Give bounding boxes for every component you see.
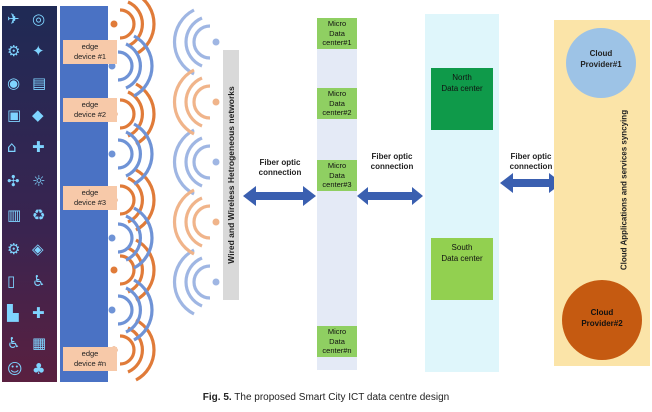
building-icon: ▤	[32, 74, 47, 92]
edge-device-n-label: edge device #n	[63, 347, 117, 371]
door-icon: ▯	[7, 272, 16, 290]
factory-icon: ▙	[7, 304, 19, 322]
bike-icon: ⚙	[7, 42, 21, 60]
edge-device-3-label: edge device #3	[63, 186, 117, 210]
recycle-icon: ♻	[32, 206, 46, 224]
edge-device-2-label: edge device #2	[63, 98, 117, 122]
south-data-center: South Data center	[431, 238, 493, 300]
micro-dc-1: Micro Data center#1	[317, 18, 357, 49]
network-bar	[223, 50, 239, 300]
fiber-label-middle: Fiber optic connection	[370, 152, 414, 171]
cloud-provider-1: Cloud Provider#1	[566, 28, 636, 98]
cloud-provider-2: Cloud Provider#2	[562, 280, 642, 360]
sun-icon: ☼	[32, 172, 46, 190]
micro-dc-2: Micro Data center#2	[317, 88, 357, 119]
micro-dc-strip	[317, 18, 357, 370]
robot-icon: ◉	[7, 74, 21, 92]
plane-icon: ✈	[7, 10, 20, 28]
figure-caption: Fig. 5. The proposed Smart City ICT data…	[0, 392, 652, 403]
fiber-arrows	[243, 173, 562, 206]
caption-prefix: Fig. 5.	[202, 392, 232, 403]
wheelchair-icon: ♿	[7, 334, 21, 352]
network-icon: ✣	[7, 172, 20, 190]
person-icon: ☺	[7, 360, 23, 378]
hospital-icon: ✚	[32, 304, 45, 322]
car-icon: ▣	[7, 106, 22, 124]
smart-city-icon-strip: ✈ ◎ ⚙ ✦ ◉ ▤ ▣ ◆ ⌂ ✚ ✣ ☼ ▥ ♻ ⚙ ◈ ▯ ♿ ▙ ✚ …	[2, 6, 57, 382]
network-label: Wired and Wireless Hetrogeneous networks	[226, 86, 236, 264]
fiber-label-left: Fiber optic connection	[258, 158, 302, 177]
north-data-center: North Data center	[431, 68, 493, 130]
ticket-icon: ◈	[32, 240, 44, 258]
walker-icon: ♿	[32, 272, 46, 290]
micro-dc-3: Micro Data center#3	[317, 160, 357, 191]
shield-icon: ◆	[32, 106, 44, 124]
fiber-label-right: Fiber optic connection	[509, 152, 553, 171]
globe-icon: ◎	[32, 10, 46, 28]
caption-text: The proposed Smart City ICT data centre …	[231, 392, 450, 403]
screen-icon: ▥	[7, 206, 22, 224]
micro-dc-n: Micro Data center#n	[317, 326, 357, 357]
edge-device-1-label: edge device #1	[63, 40, 117, 64]
gear-icon: ⚙	[7, 240, 21, 258]
satellite-icon: ✦	[32, 42, 45, 60]
tree-icon: ♣	[32, 360, 46, 378]
cloud-sync-label: Cloud Applications and services syncying	[619, 109, 629, 271]
medical-icon: ✚	[32, 138, 45, 156]
house-icon: ⌂	[7, 138, 17, 156]
bank-icon: ▦	[32, 334, 47, 352]
